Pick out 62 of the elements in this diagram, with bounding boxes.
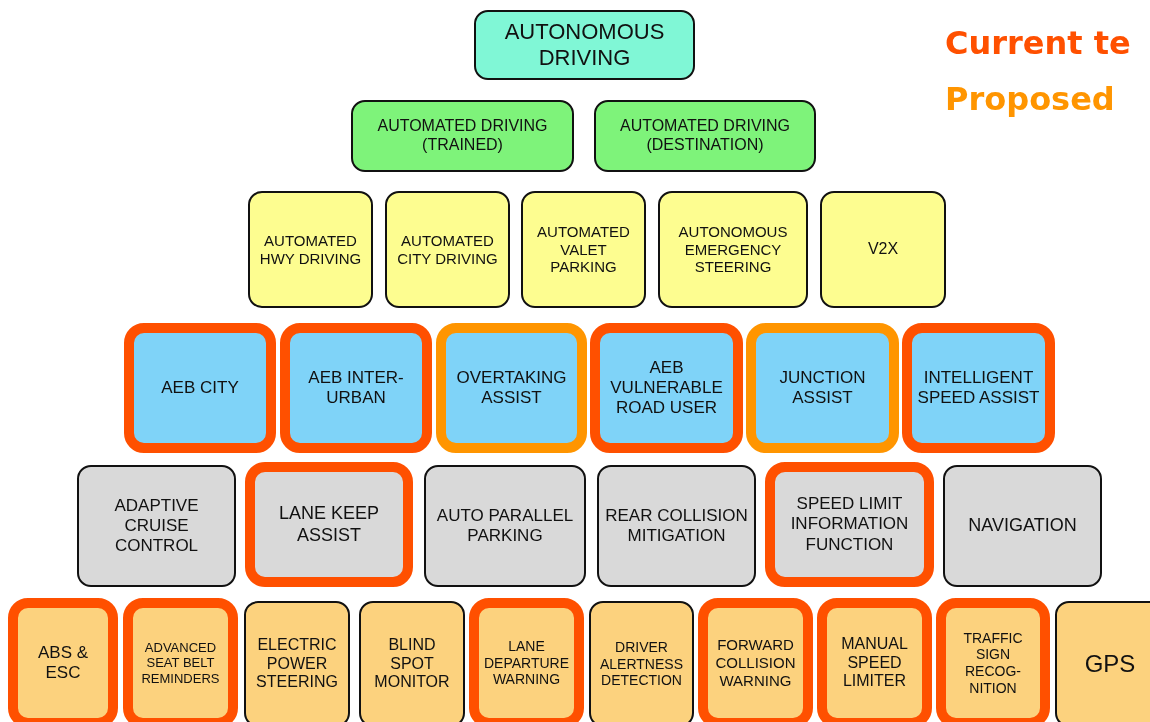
feature-label: MANUAL SPEED LIMITER bbox=[840, 634, 909, 692]
feature-label: SPEED LIMIT INFORMATION FUNCTION bbox=[789, 494, 910, 555]
feature-label: AUTOMATED HWY DRIVING bbox=[258, 231, 363, 268]
feature-box bbox=[77, 465, 236, 587]
feature-label: LANE KEEP ASSIST bbox=[277, 503, 380, 546]
feature-box bbox=[658, 191, 808, 308]
feature-box bbox=[936, 598, 1050, 722]
feature-box bbox=[359, 601, 465, 722]
feature-label: AUTOMATED DRIVING (TRAINED) bbox=[376, 117, 549, 155]
feature-box bbox=[424, 465, 586, 587]
feature-label: AEB CITY bbox=[160, 377, 240, 398]
feature-box bbox=[594, 100, 816, 172]
feature-label: NAVIGATION bbox=[967, 515, 1078, 537]
feature-box bbox=[123, 598, 238, 722]
feature-label: BLIND SPOT MONITOR bbox=[373, 635, 451, 693]
feature-label: AEB INTER-URBAN bbox=[307, 367, 405, 409]
feature-box bbox=[280, 323, 432, 453]
feature-box bbox=[597, 465, 756, 587]
feature-label: INTELLIGENT SPEED ASSIST bbox=[916, 367, 1041, 409]
feature-box bbox=[698, 598, 813, 722]
feature-box bbox=[1055, 601, 1150, 722]
legend-text: Proposed bbox=[945, 80, 1115, 118]
feature-label: ADVANCED SEAT BELT REMINDERS bbox=[140, 640, 221, 686]
feature-label: REAR COLLISION MITIGATION bbox=[604, 505, 749, 547]
feature-box bbox=[943, 465, 1102, 587]
feature-box bbox=[521, 191, 646, 308]
feature-label: AUTONOMOUS DRIVING bbox=[503, 19, 666, 71]
feature-label: AUTO PARALLEL PARKING bbox=[435, 505, 575, 547]
feature-label: AUTOMATED CITY DRIVING bbox=[396, 231, 499, 268]
feature-box bbox=[746, 323, 899, 453]
feature-box bbox=[765, 462, 934, 587]
feature-box bbox=[8, 598, 118, 722]
feature-box bbox=[351, 100, 574, 172]
feature-label: ELECTRIC POWER STEERING bbox=[255, 635, 339, 693]
feature-box bbox=[590, 323, 743, 453]
feature-label: ADAPTIVE CRUISE CONTROL bbox=[113, 495, 200, 557]
feature-label: AEB VULNERABLE ROAD USER bbox=[609, 357, 724, 419]
feature-box bbox=[902, 323, 1055, 453]
feature-box bbox=[436, 323, 587, 453]
feature-box bbox=[244, 601, 350, 722]
feature-label: V2X bbox=[866, 240, 900, 259]
feature-label: LANE DEPARTURE WARNING bbox=[482, 638, 571, 688]
feature-box bbox=[469, 598, 584, 722]
feature-label: GPS bbox=[1083, 649, 1137, 679]
feature-label: DRIVER ALERTNESS DETECTION bbox=[599, 639, 684, 689]
feature-box bbox=[248, 191, 373, 308]
feature-box bbox=[820, 191, 946, 308]
feature-box bbox=[817, 598, 932, 722]
goal-box bbox=[474, 10, 695, 80]
feature-label: FORWARD COLLISION WARNING bbox=[714, 636, 797, 690]
legend-text: Current te bbox=[945, 24, 1131, 62]
feature-box bbox=[245, 462, 413, 587]
feature-box bbox=[124, 323, 276, 453]
feature-label: AUTOMATED VALET PARKING bbox=[536, 222, 631, 277]
feature-box bbox=[589, 601, 694, 722]
feature-label: TRAFFIC SIGN RECOG-NITION bbox=[962, 629, 1024, 697]
feature-label: AUTOMATED DRIVING (DESTINATION) bbox=[618, 117, 792, 155]
feature-label: AUTONOMOUS EMERGENCY STEERING bbox=[677, 222, 789, 277]
feature-label: OVERTAKING ASSIST bbox=[455, 367, 568, 409]
feature-label: JUNCTION ASSIST bbox=[778, 367, 867, 409]
feature-box bbox=[385, 191, 510, 308]
feature-label: ABS & ESC bbox=[36, 642, 90, 684]
